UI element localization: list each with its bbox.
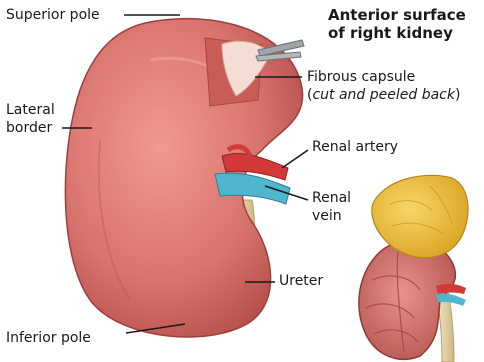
label-superior-pole: Superior pole xyxy=(6,7,100,24)
title-line-1: Anterior surface xyxy=(328,6,466,24)
adrenal-gland xyxy=(372,175,468,257)
note-text: cut and peeled back xyxy=(312,87,455,103)
diagram-title: Anterior surface of right kidney xyxy=(328,6,466,42)
label-fibrous-capsule-note: (cut and peeled back) xyxy=(307,87,460,104)
label-fibrous-capsule: Fibrous capsule xyxy=(307,69,415,86)
title-line-2: of right kidney xyxy=(328,24,466,42)
kidney-main xyxy=(65,19,302,337)
label-lateral-border-line1: Lateral xyxy=(6,102,55,119)
label-inferior-pole: Inferior pole xyxy=(6,330,91,347)
label-renal-vein-line1: Renal xyxy=(312,190,351,207)
label-renal-artery: Renal artery xyxy=(312,139,398,156)
label-renal-vein-line2: vein xyxy=(312,208,342,225)
label-lateral-border-line2: border xyxy=(6,120,52,137)
leader-renal-artery xyxy=(282,150,308,168)
label-ureter: Ureter xyxy=(279,273,323,290)
note-close-paren: ) xyxy=(455,87,460,103)
